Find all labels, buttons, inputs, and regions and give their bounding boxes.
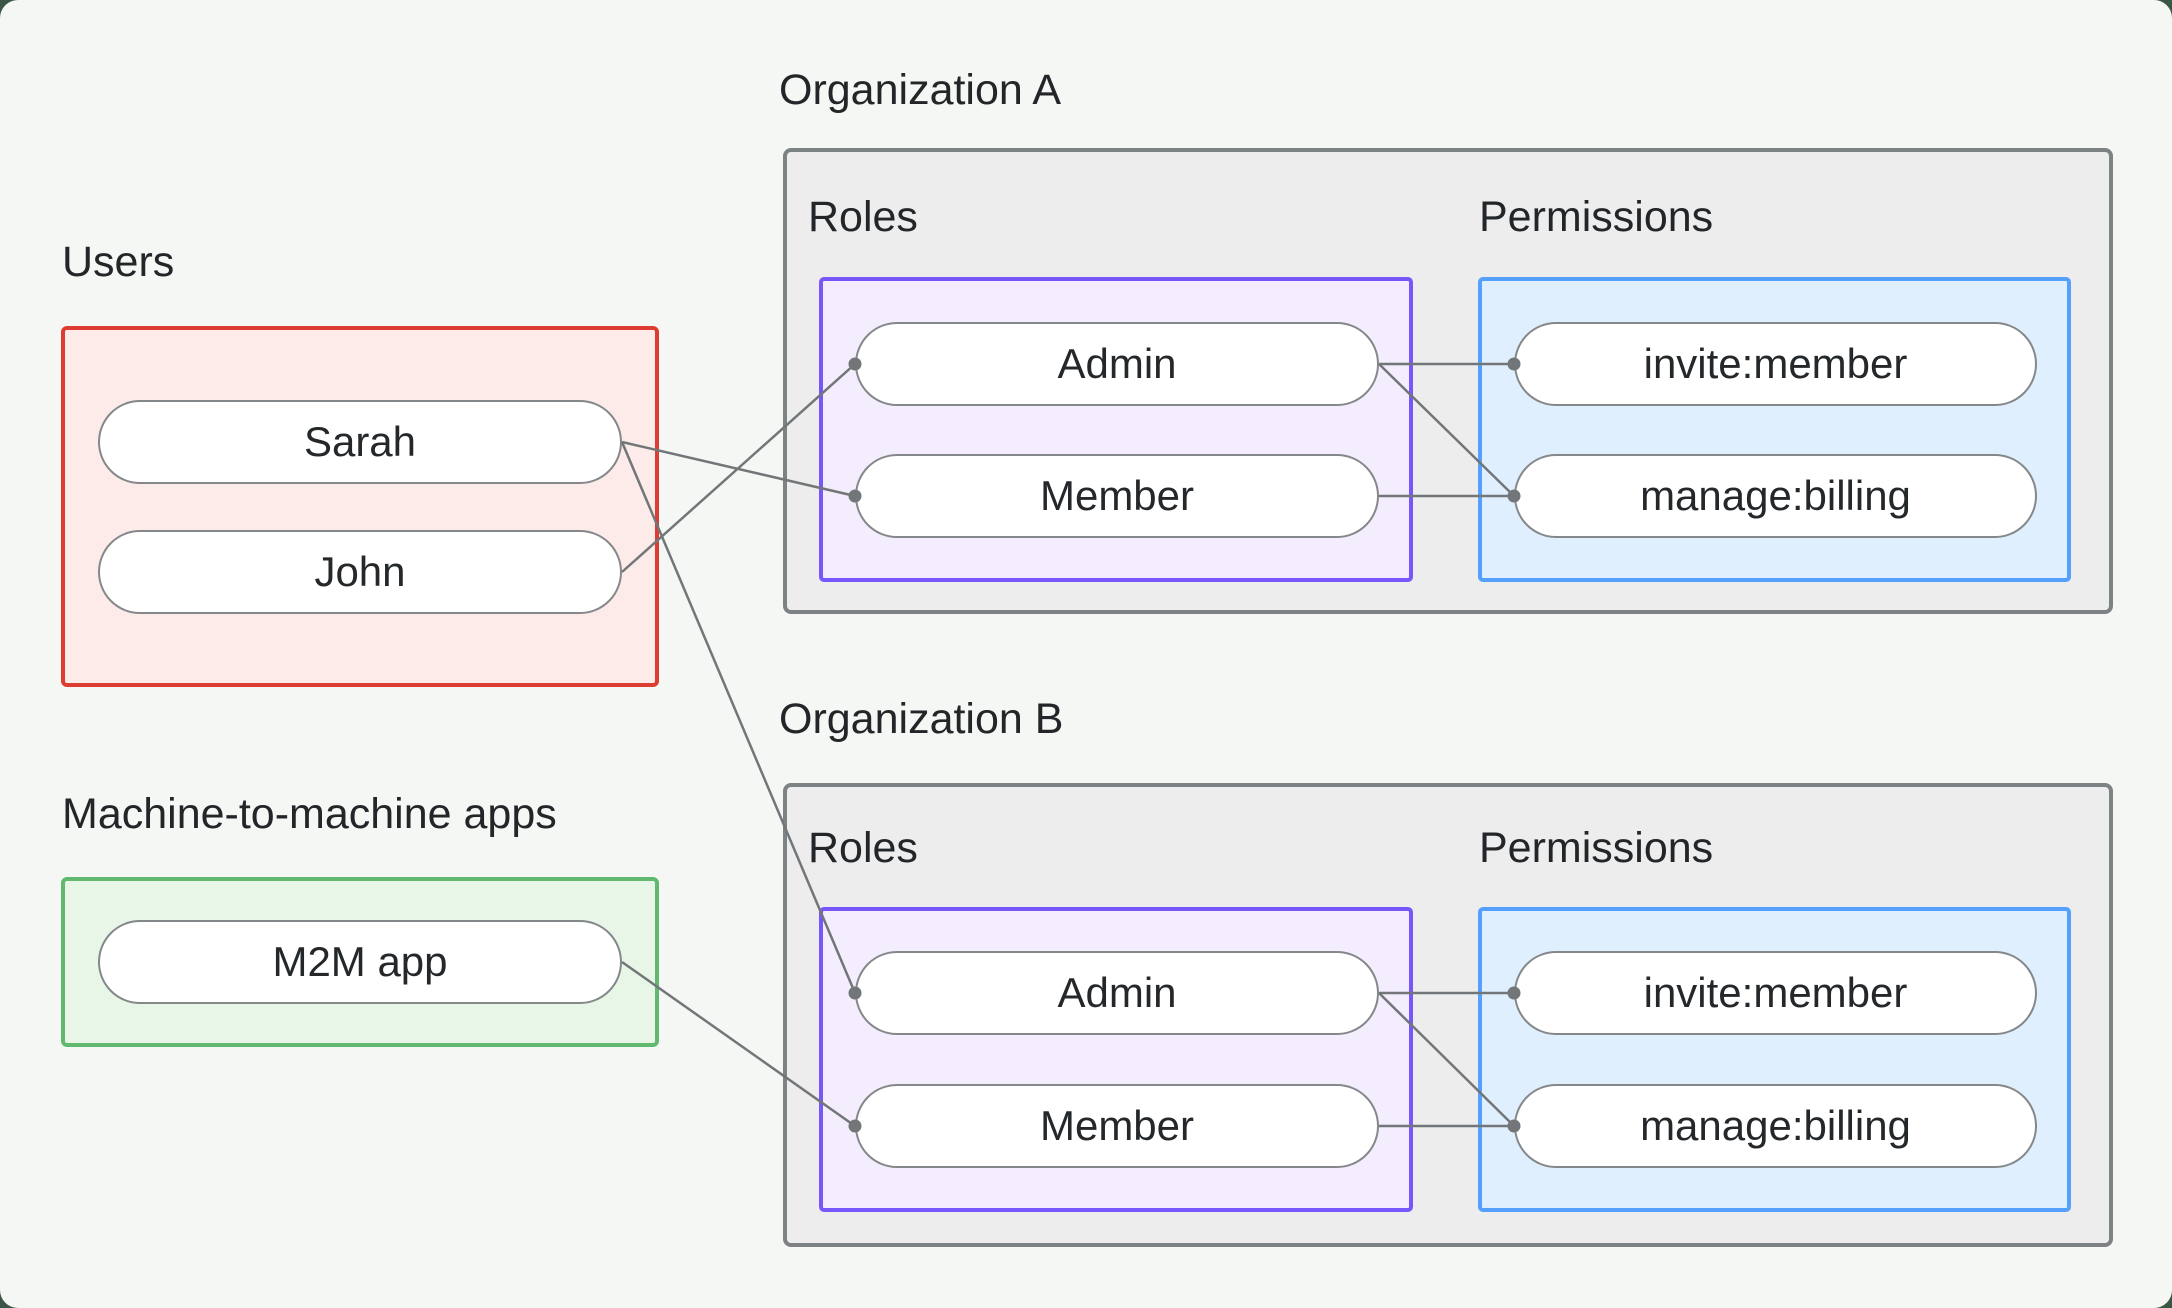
user-pill-sarah: Sarah: [98, 400, 622, 484]
org-a-roles-label: Roles: [808, 193, 918, 241]
org-a-title: Organization A: [779, 66, 1062, 114]
org-a-role-pill-member: Member: [855, 454, 1379, 538]
org-a-role-pill-admin: Admin: [855, 322, 1379, 406]
org-b-role-pill-admin: Admin: [855, 951, 1379, 1035]
org-b-title: Organization B: [779, 695, 1064, 743]
org-b-permission-pill-manage-billing: manage:billing: [1514, 1084, 2037, 1168]
users-section-title: Users: [62, 238, 175, 286]
org-b-permissions-label: Permissions: [1479, 824, 1714, 872]
org-b-role-pill-member: Member: [855, 1084, 1379, 1168]
m2m-app-pill: M2M app: [98, 920, 622, 1004]
org-a-permission-pill-invite-member: invite:member: [1514, 322, 2037, 406]
org-b-permission-pill-invite-member: invite:member: [1514, 951, 2037, 1035]
org-a-permission-pill-manage-billing: manage:billing: [1514, 454, 2037, 538]
m2m-section-title: Machine-to-machine apps: [62, 790, 557, 838]
org-a-permissions-label: Permissions: [1479, 193, 1714, 241]
org-b-roles-label: Roles: [808, 824, 918, 872]
user-pill-john: John: [98, 530, 622, 614]
users-group-box: [61, 326, 659, 687]
